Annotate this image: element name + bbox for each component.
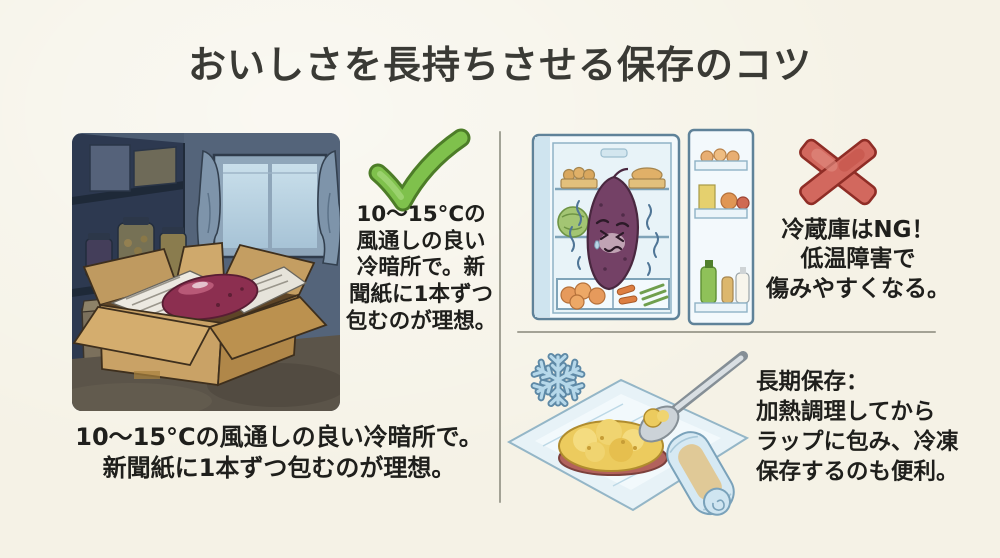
- vertical-divider: [499, 131, 501, 503]
- fridge-ng-note: 冷蔵庫はNG！ 低温障害で 傷みやすくなる。: [750, 216, 966, 304]
- caption-line: 新聞紙に1本ずつ包むのが理想。: [102, 453, 456, 482]
- pantry-box-illustration: [72, 133, 340, 411]
- x-mark-icon: [799, 138, 877, 206]
- note-line: 冷蔵庫はNG！: [781, 217, 935, 243]
- horizontal-divider: [517, 331, 936, 333]
- note-line: 10〜15°Cの: [356, 202, 486, 227]
- page-title: おいしさを長持ちさせる保存のコツ: [187, 43, 812, 87]
- note-line: 低温障害で: [800, 246, 916, 273]
- note-line: 傷みやすくなる。: [766, 275, 950, 302]
- caption-line: 10〜15°Cの風通しの良い冷暗所で。: [75, 423, 483, 451]
- note-line: 長期保存：: [756, 369, 869, 395]
- snowflake-icon: [527, 353, 589, 411]
- fridge-illustration: [531, 128, 755, 326]
- good-storage-caption: 10〜15°Cの風通しの良い冷暗所で。 新聞紙に1本ずつ包むのが理想。: [48, 422, 510, 483]
- note-line: 加熱調理してから: [756, 398, 936, 425]
- long-term-note: 長期保存： 加熱調理してから ラップに包み、冷凍 保存するのも便利。: [756, 368, 978, 488]
- note-line: 聞紙に1本ずつ: [349, 281, 493, 307]
- note-line: 包むのが理想。: [345, 308, 497, 334]
- note-line: ラップに包み、冷凍: [756, 428, 959, 455]
- good-storage-note: 10〜15°Cの 風通しの良い 冷暗所で。新 聞紙に1本ずつ 包むのが理想。: [338, 202, 504, 335]
- checkmark-icon: [368, 128, 471, 212]
- note-line: 風通しの良い: [356, 228, 486, 254]
- note-line: 保存するのも便利。: [756, 458, 959, 485]
- note-line: 冷暗所で。新: [356, 255, 486, 281]
- freezer-wrap-illustration: [506, 351, 750, 516]
